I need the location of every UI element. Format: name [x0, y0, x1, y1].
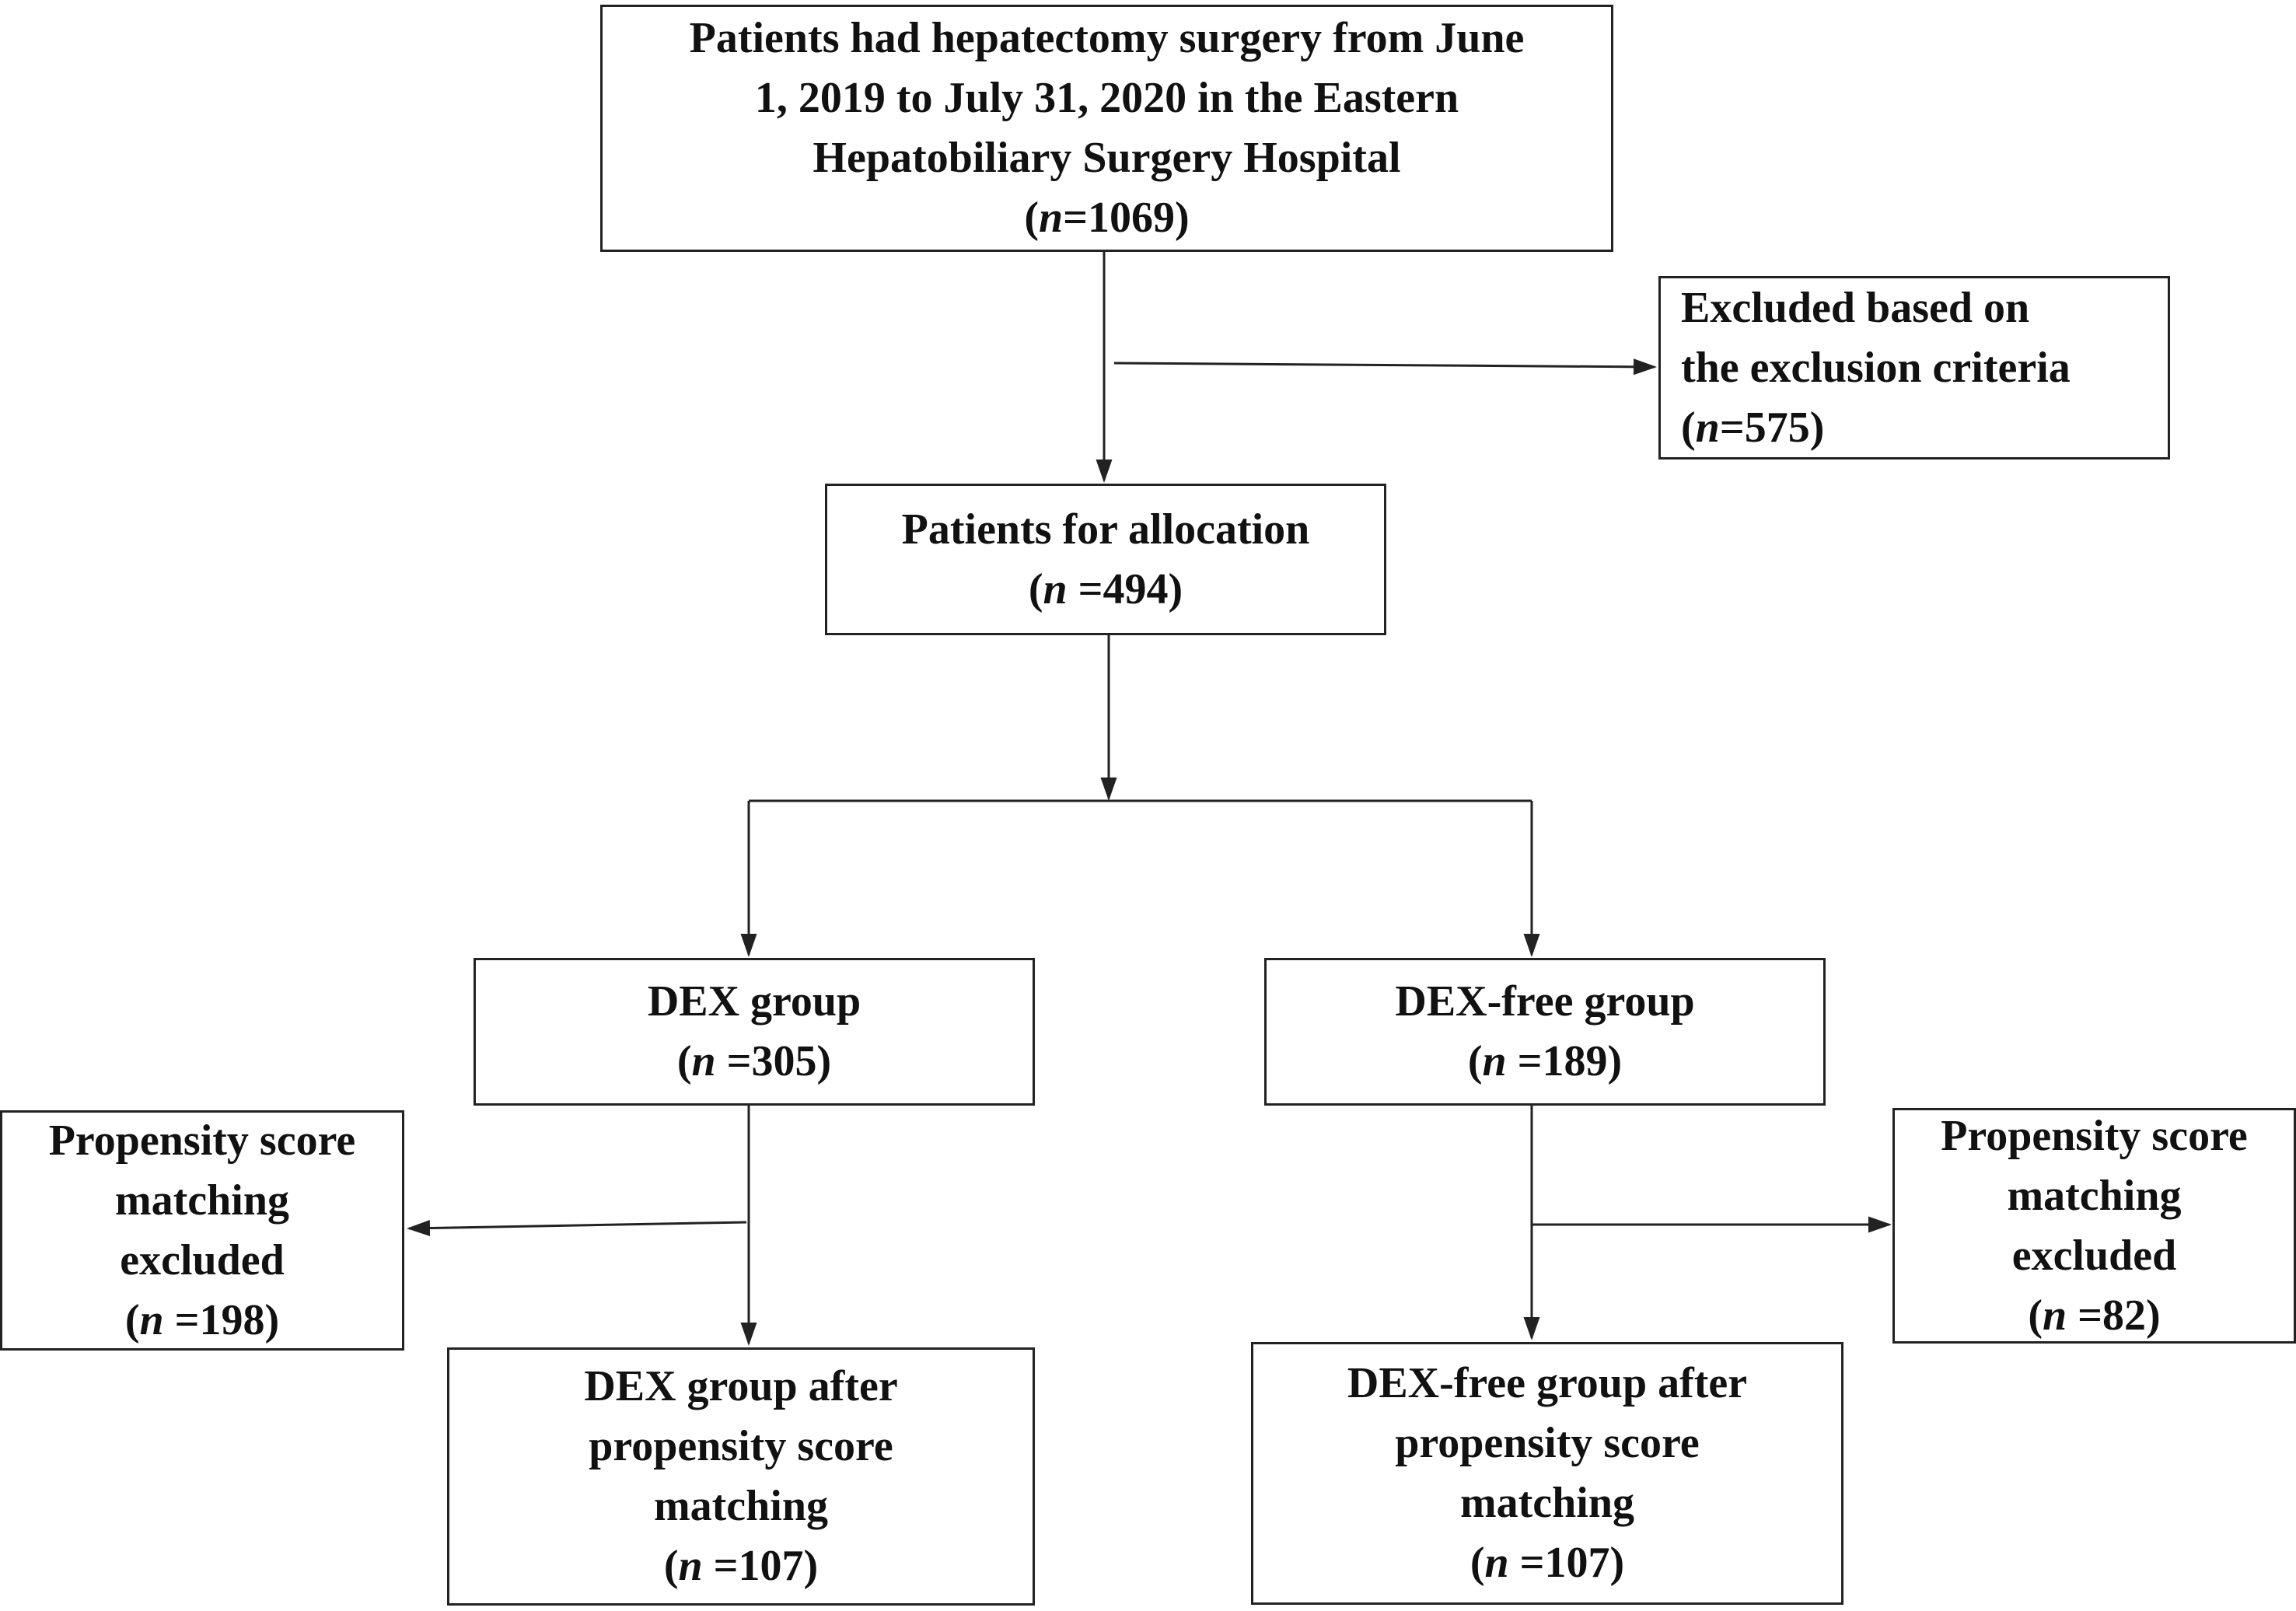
allocation-line-1: Patients for allocation: [901, 505, 1310, 554]
allocation-count: (n =494): [1028, 564, 1183, 613]
psm-excluded-left-line-3: excluded: [120, 1235, 285, 1284]
dex-free-group-box: DEX-free group (n =189): [1264, 958, 1826, 1106]
psm-excluded-right-box: Propensity score matching excluded (n =8…: [1892, 1108, 2296, 1344]
source-count: (n=1069): [1024, 194, 1190, 242]
dex-after-psm-line-3: matching: [654, 1482, 828, 1530]
source-line-1: Patients had hepatectomy surgery from Ju…: [689, 14, 1525, 62]
psm-excluded-left-line-1: Propensity score: [48, 1116, 356, 1165]
arrow-dex-to-psm-excluded: [407, 1220, 747, 1237]
dex-group-count: (n =305): [676, 1037, 832, 1085]
dex-free-after-psm-line-1: DEX-free group after: [1347, 1359, 1748, 1407]
allocation-box: Patients for allocation (n =494): [825, 484, 1386, 635]
excluded-criteria-line-1: Excluded based on: [1681, 283, 2030, 332]
arrow-to-excluded-criteria: [1113, 358, 1657, 376]
excluded-criteria-line-2: the exclusion criteria: [1681, 343, 2071, 392]
dex-free-after-psm-count: (n =107): [1470, 1539, 1625, 1587]
psm-excluded-right-line-1: Propensity score: [1941, 1111, 2248, 1160]
psm-excluded-right-line-3: excluded: [2011, 1231, 2177, 1280]
dex-after-psm-line-2: propensity score: [589, 1422, 893, 1470]
dex-free-group-line-1: DEX-free group: [1395, 977, 1695, 1026]
psm-excluded-right-line-2: matching: [2007, 1171, 2182, 1220]
source-line-2: 1, 2019 to July 31, 2020 in the Eastern: [754, 74, 1459, 122]
psm-excluded-left-line-2: matching: [115, 1176, 289, 1225]
dex-after-psm-line-1: DEX group after: [584, 1362, 898, 1410]
excluded-criteria-box: Excluded based on the exclusion criteria…: [1658, 276, 2170, 460]
dex-free-after-psm-box: DEX-free group after propensity score ma…: [1251, 1342, 1843, 1605]
dex-after-psm-count: (n =107): [663, 1542, 819, 1590]
psm-excluded-right-count: (n =82): [2028, 1291, 2161, 1340]
psm-excluded-left-count: (n =198): [124, 1295, 280, 1344]
dex-free-after-psm-line-2: propensity score: [1395, 1419, 1700, 1467]
psm-excluded-left-box: Propensity score matching excluded (n =1…: [0, 1110, 404, 1351]
dex-after-psm-box: DEX group after propensity score matchin…: [447, 1347, 1035, 1606]
dex-group-line-1: DEX group: [647, 977, 861, 1026]
dex-free-group-count: (n =189): [1467, 1037, 1623, 1085]
excluded-criteria-count: (n=575): [1681, 403, 1825, 452]
source-population-box: Patients had hepatectomy surgery from Ju…: [600, 5, 1613, 252]
dex-group-box: DEX group (n =305): [474, 958, 1035, 1106]
source-line-3: Hepatobiliary Surgery Hospital: [813, 134, 1401, 182]
dex-free-after-psm-line-3: matching: [1460, 1479, 1634, 1527]
